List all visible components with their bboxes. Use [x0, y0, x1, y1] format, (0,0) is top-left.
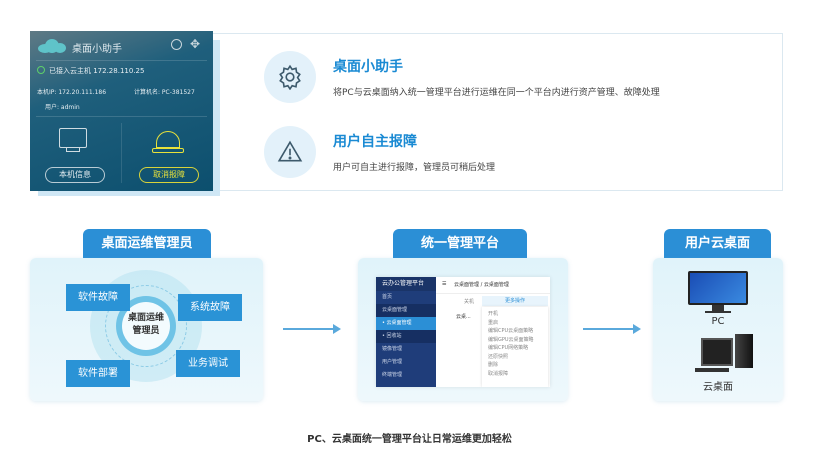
platform-screenshot: 云办公管理平台 首页 云桌面管理 • 云桌面管理 • 回收站 镜像管理 用户管理…: [376, 277, 550, 387]
admin-center-label: 桌面运维 管理员: [122, 302, 170, 350]
settings-icon[interactable]: [171, 39, 182, 50]
sidebar-item[interactable]: • 回收站: [376, 330, 436, 343]
bubble-software-fault: 软件故障: [66, 284, 130, 311]
alarm-icon: [156, 131, 180, 148]
breadcrumb: 云桌面管理 / 云桌面管理: [454, 282, 509, 288]
pc-label: PC: [711, 316, 725, 327]
arrow-icon: [283, 324, 341, 334]
gear-icon: [264, 51, 316, 103]
desktop-assistant-widget: 桌面小助手 ✥ 已接入云主机 172.28.110.25 本机IP: 172.2…: [30, 31, 213, 191]
sidebar-item[interactable]: 终端管理: [382, 372, 403, 378]
menu-item[interactable]: 编辑GPU云桌面策略: [488, 336, 534, 343]
pc-monitor-icon: [688, 271, 748, 305]
admin-panel: 桌面运维 管理员 软件故障 系统故障 业务调试 软件部署: [30, 258, 263, 401]
menu-item[interactable]: 开机: [488, 311, 499, 317]
menu-icon[interactable]: ☰: [442, 281, 447, 287]
menu-item[interactable]: 删除: [488, 362, 499, 368]
connected-status: 已接入云主机 172.28.110.25: [49, 67, 145, 75]
computer-name: 计算机名: PC-381527: [134, 89, 195, 96]
sidebar-item[interactable]: 镜像管理: [382, 346, 403, 352]
sidebar-item[interactable]: 云桌面管理: [376, 304, 436, 317]
bubble-software-deploy: 软件部署: [66, 360, 130, 387]
user-panel: PC 云桌面: [653, 258, 783, 401]
cancel-report-button[interactable]: 取消报障: [139, 167, 199, 183]
widget-title: 桌面小助手: [72, 44, 122, 55]
feature-title: 桌面小助手: [333, 59, 403, 75]
tab-unified-platform: 统一管理平台: [393, 229, 527, 258]
local-ip: 本机IP: 172.20.111.186: [37, 89, 107, 96]
cloud-desktop-label: 云桌面: [703, 382, 733, 393]
bubble-business-debug: 业务调试: [176, 350, 240, 377]
shutdown-button[interactable]: 关机: [464, 299, 475, 305]
monitor-icon: [59, 128, 87, 148]
local-info-button[interactable]: 本机信息: [45, 167, 105, 183]
bubble-system-fault: 系统故障: [178, 294, 242, 321]
feature-title: 用户自主报障: [333, 134, 417, 150]
feature-desc: 将PC与云桌面纳入统一管理平台进行运维在同一个平台内进行资产管理、故障处理: [333, 88, 660, 98]
connected-icon: [37, 66, 45, 74]
caption: PC、云桌面统一管理平台让日常运维更加轻松: [307, 434, 512, 445]
platform-logo: 云办公管理平台: [376, 277, 436, 291]
sidebar-item[interactable]: 首页: [382, 294, 393, 300]
more-actions-menu: 开机 重启 编辑CPU云桌面策略 编辑GPU云桌面策略 编辑CPU网络策略 还原…: [482, 307, 548, 387]
cloud-logo-icon: [38, 39, 68, 53]
warning-icon: [264, 126, 316, 178]
sidebar-item[interactable]: • 云桌面管理: [376, 317, 436, 330]
cloud-desktop-icon: [701, 338, 733, 366]
menu-item[interactable]: 编辑CPU网络策略: [488, 345, 529, 351]
menu-item[interactable]: 取消报障: [488, 370, 509, 377]
arrow-icon: [583, 324, 641, 334]
menu-item[interactable]: 还原快照: [488, 353, 509, 360]
menu-item[interactable]: 重启: [488, 319, 499, 326]
column-header: 云桌...: [456, 314, 471, 320]
sidebar-item[interactable]: 用户管理: [382, 359, 403, 365]
user-name: 用户: admin: [45, 104, 80, 111]
move-icon[interactable]: ✥: [190, 37, 201, 51]
tab-desktop-admin: 桌面运维管理员: [83, 229, 211, 258]
feature-desc: 用户可自主进行报障，管理员可稍后处理: [333, 163, 496, 173]
more-actions-button[interactable]: 更多操作: [482, 296, 548, 306]
tab-user-desktop: 用户云桌面: [664, 229, 771, 258]
menu-item[interactable]: 编辑CPU云桌面策略: [488, 328, 534, 334]
